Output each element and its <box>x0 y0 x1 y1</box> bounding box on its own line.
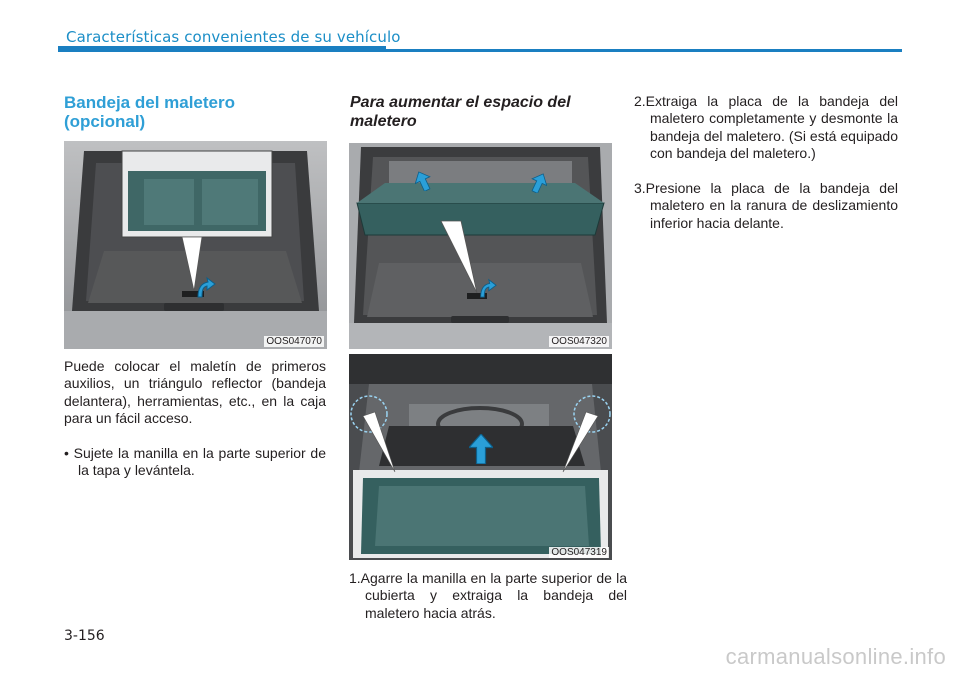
section-heading: Bandeja del maletero (opcional) <box>64 93 236 131</box>
step-3: 3.Presione la placa de la bandeja del ma… <box>634 180 898 231</box>
bullet-instruction: • Sujete la manilla en la parte superior… <box>64 445 326 479</box>
figure-code: OOS047319 <box>549 547 609 558</box>
lift-arrow-icon <box>477 277 497 299</box>
push-arrow-icon <box>469 434 493 464</box>
figure-code: OOS047070 <box>264 336 324 347</box>
lift-arrow-icon <box>194 275 216 299</box>
sub-heading: Para aumentar el espacio del maletero <box>350 94 571 130</box>
intro-paragraph: Puede colocar el maletín de primeros aux… <box>64 358 326 427</box>
header-rule <box>58 49 902 52</box>
figure-code: OOS047320 <box>549 336 609 347</box>
push-arrow-icon <box>531 173 547 193</box>
section-header-title: Características convenientes de su vehíc… <box>66 28 401 46</box>
figure-trunk-tray-box: OOS047070 <box>64 141 327 349</box>
page-number: 3-156 <box>64 628 105 644</box>
figure-trunk-cover-remove: OOS047319 <box>349 354 612 560</box>
step-1: 1.Agarre la manilla en la parte superior… <box>349 570 627 621</box>
watermark: carmanualsonline.info <box>725 644 946 669</box>
figure-trunk-cover-pull: OOS047320 <box>349 143 612 349</box>
push-arrow-icon <box>415 171 431 191</box>
step-2: 2.Extraiga la placa de la bandeja del ma… <box>634 93 898 162</box>
header-rule-accent <box>58 46 386 52</box>
